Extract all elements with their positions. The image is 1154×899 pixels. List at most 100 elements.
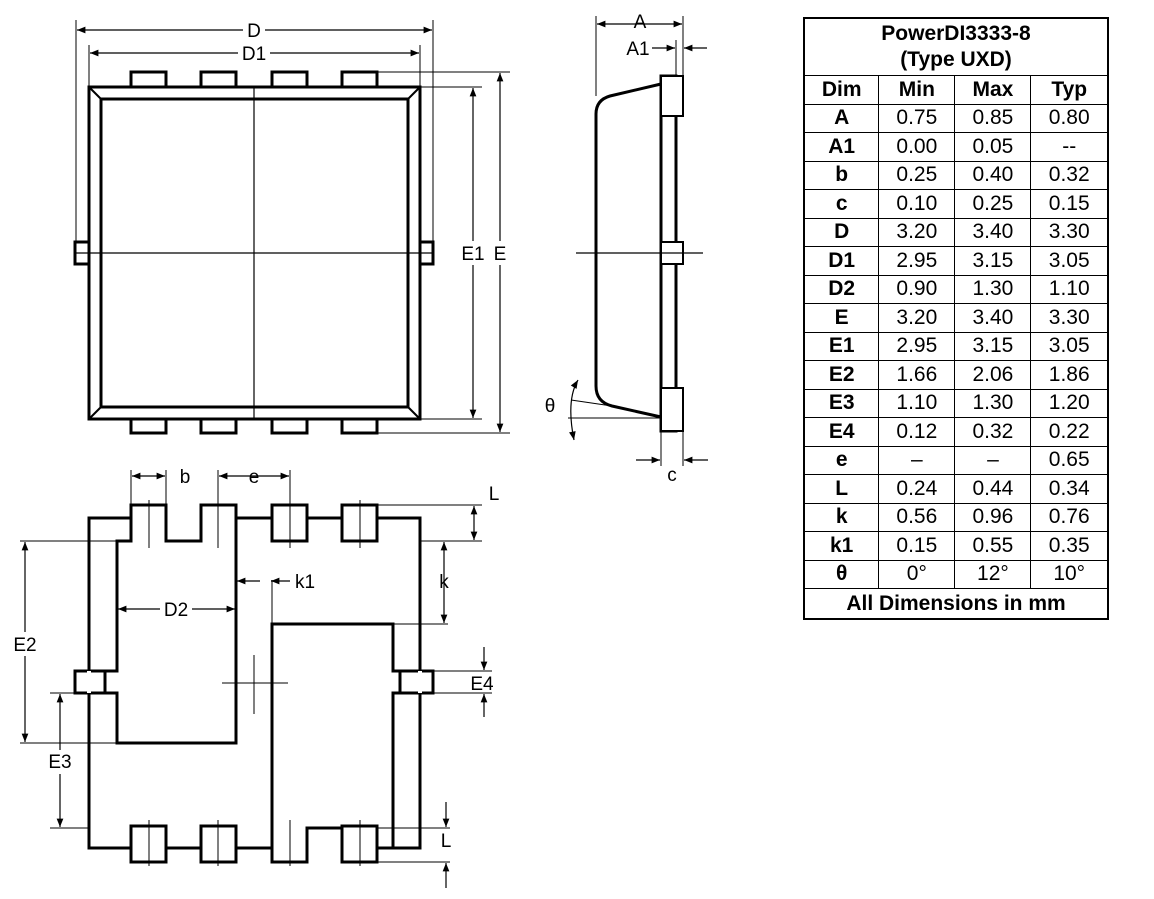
dim-typ: 0.32 [1030,160,1109,190]
dim-typ: 3.05 [1030,331,1109,361]
dim-min: 0.24 [878,474,956,504]
dim-min: 0.00 [878,132,956,162]
dim-max: 0.85 [954,103,1032,133]
table-title-line1: PowerDI3333-8 [881,22,1031,45]
dim-min: 0.90 [878,274,956,304]
dim-min: 0.25 [878,160,956,190]
dim-typ: 3.30 [1030,303,1109,333]
side-lead-segments [660,75,684,432]
dim-min: 2.95 [878,331,956,361]
dim-max: – [954,445,1032,475]
dim-name: E [803,303,880,333]
dim-name: A1 [803,132,880,162]
header-max: Max [954,75,1032,105]
bottom-view [10,470,492,888]
dim-name: A [803,103,880,133]
table-row: e––0.65 [803,445,1109,475]
dim-max: 0.55 [954,531,1032,561]
side-body-profile [594,82,663,419]
dim-typ: 3.30 [1030,217,1109,247]
dim-typ: 0.65 [1030,445,1109,475]
dim-name: D [803,217,880,247]
side-view [568,16,708,466]
dim-typ: 0.76 [1030,502,1109,532]
label-A: A [634,12,647,33]
dim-min: 0.10 [878,189,956,219]
dim-name: L [803,474,880,504]
dim-typ: 1.10 [1030,274,1109,304]
table-header-row: Dim Min Max Typ [803,75,1109,105]
label-L-bottom: L [441,831,452,852]
dim-max: 0.25 [954,189,1032,219]
table-title-line2: (Type UXD) [900,48,1012,71]
dim-max: 3.40 [954,303,1032,333]
side-extension-lines [568,16,684,466]
dim-max: 1.30 [954,274,1032,304]
label-E2: E2 [13,635,36,656]
dim-min: 2.95 [878,246,956,276]
bottom-tab-right [398,669,435,695]
dim-typ: 0.80 [1030,103,1109,133]
dim-min: 1.66 [878,360,956,390]
bottom-pad-d2 [103,503,238,745]
label-b: b [180,467,191,488]
dim-max: 0.32 [954,417,1032,447]
dim-max: 2.06 [954,360,1032,390]
header-min: Min [878,75,956,105]
label-E: E [494,244,507,265]
top-body-bevel [88,86,421,420]
header-typ: Typ [1030,75,1109,105]
dimension-table: PowerDI3333-8 (Type UXD) Dim Min Max Typ… [803,17,1109,620]
dim-name: θ [803,559,880,589]
dim-max: 3.40 [954,217,1032,247]
bottom-extension-lines [20,470,492,863]
dim-max: 3.15 [954,331,1032,361]
bottom-lead-centerlines [148,500,361,866]
dim-typ: 0.15 [1030,189,1109,219]
dim-theta-arc [569,379,579,441]
dim-max: 1.30 [954,388,1032,418]
dim-name: D1 [803,246,880,276]
dim-min: 0.56 [878,502,956,532]
dim-max: 0.44 [954,474,1032,504]
table-title-row: PowerDI3333-8 (Type UXD) [803,17,1109,76]
label-E3: E3 [48,752,71,773]
dim-min: 0.75 [878,103,956,133]
dim-min: 0° [878,559,956,589]
dim-name: k1 [803,531,880,561]
dim-max: 12° [954,559,1032,589]
label-E1: E1 [461,244,484,265]
bottom-label-masks [10,598,456,852]
bottom-pad-e3 [270,622,402,864]
label-k1: k1 [295,572,315,593]
table-footer: All Dimensions in mm [803,588,1109,620]
dim-typ: 0.34 [1030,474,1109,504]
dim-typ: -- [1030,132,1109,162]
label-e: e [249,467,260,488]
top-extension-lines [75,20,510,434]
label-theta: θ [545,396,556,417]
label-D2: D2 [164,600,188,621]
dim-typ: 0.35 [1030,531,1109,561]
dim-name: E3 [803,388,880,418]
label-k: k [439,572,449,593]
dim-min: 0.15 [878,531,956,561]
dim-name: E4 [803,417,880,447]
dim-typ: 1.20 [1030,388,1109,418]
label-D1: D1 [242,44,266,65]
dim-name: D2 [803,274,880,304]
